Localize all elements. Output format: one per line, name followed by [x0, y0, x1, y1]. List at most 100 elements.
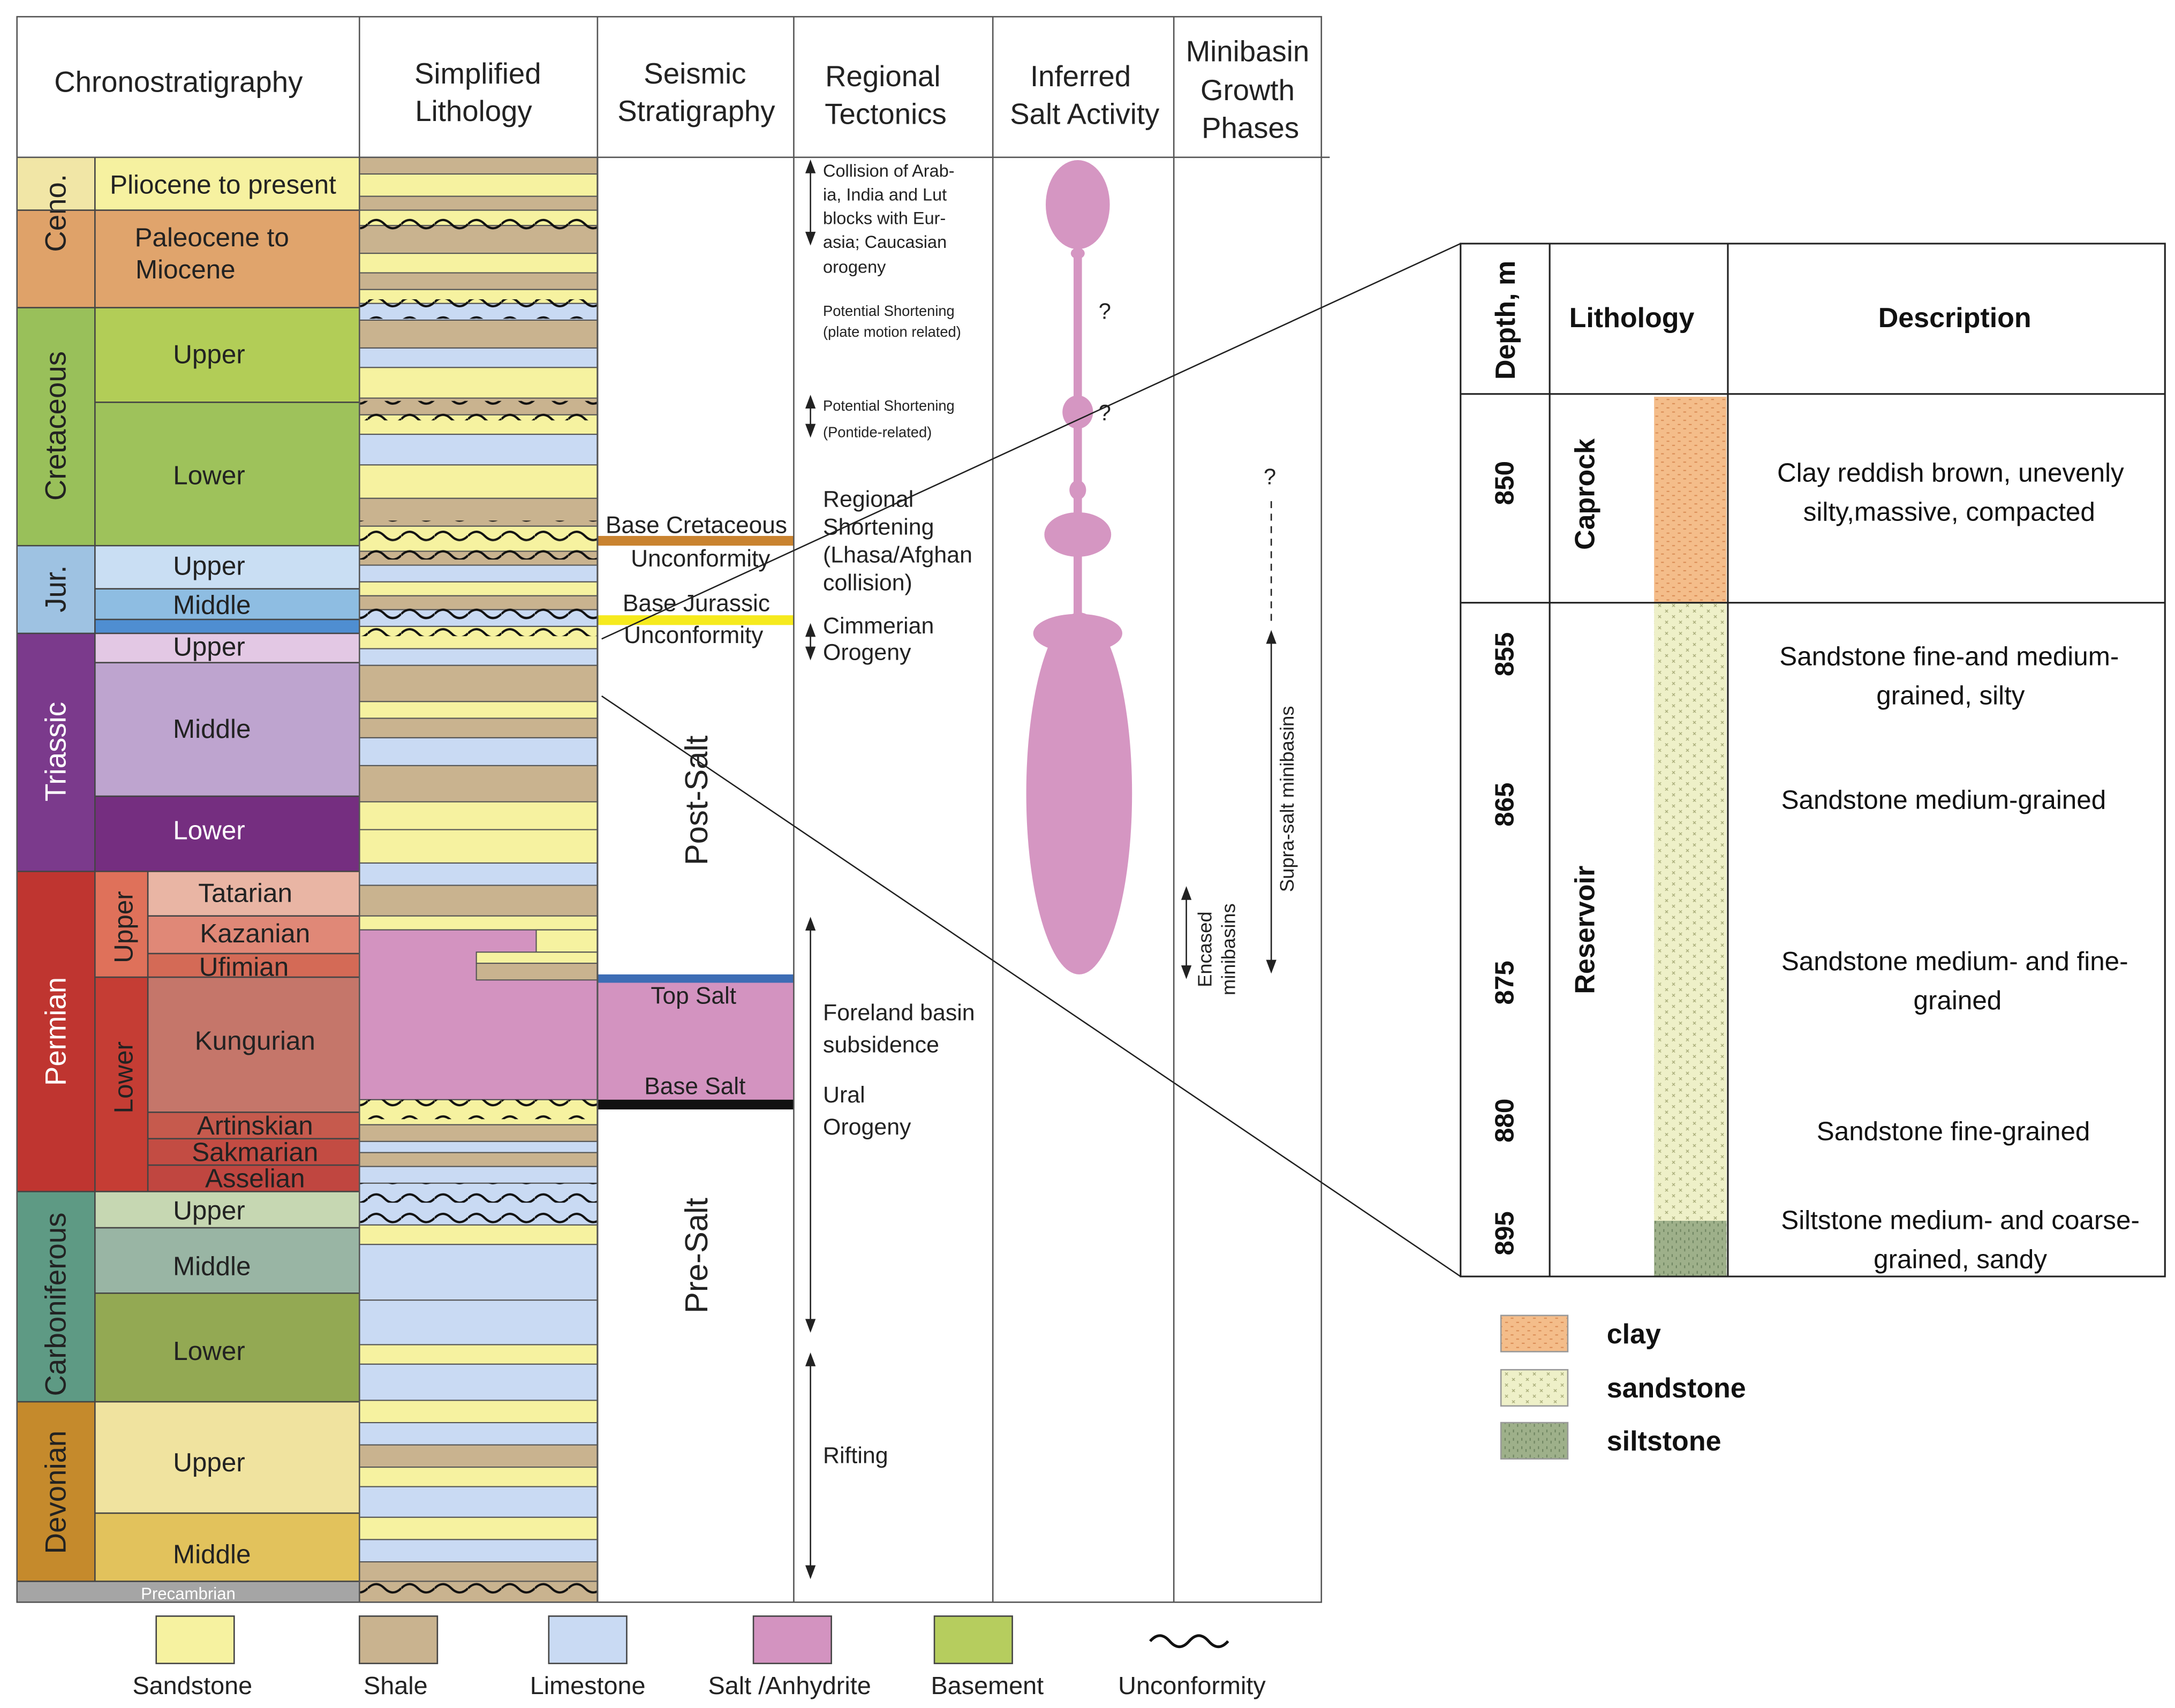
legend-clay-label: clay — [1607, 1319, 1661, 1350]
minibasin-question: ? — [1264, 464, 1276, 489]
legend-sandstone-label: sandstone — [1607, 1373, 1746, 1404]
header-salt-2: Salt Activity — [1010, 97, 1160, 130]
regional-1: Regional — [823, 486, 913, 512]
era-devonian: Devonian — [40, 1431, 72, 1554]
legend-siltstone-swatch — [1500, 1422, 1569, 1460]
seismic-labels: Base Cretaceous Unconformity Base Jurass… — [606, 512, 787, 1313]
regional-2: Shortening — [823, 514, 934, 540]
detail-fills — [1654, 396, 1727, 1277]
pontide-2: (Pontide-related) — [823, 424, 932, 440]
stage-kazanian: Kazanian — [200, 919, 310, 948]
era-column — [17, 157, 95, 1582]
stage-ufimian: Ufimian — [199, 952, 289, 981]
foreland-1: Foreland basin — [823, 1000, 975, 1026]
desc-sand-medium: Sandstone medium-grained — [1781, 785, 2106, 815]
header-chrono: Chronostratigraphy — [54, 66, 303, 99]
legend-sandstone-text: Sandstone — [132, 1672, 252, 1699]
top-salt-label: Top Salt — [651, 983, 736, 1009]
era-ceno: Ceno. — [40, 174, 72, 252]
pre-salt-label: Pre-Salt — [678, 1198, 714, 1313]
detail-headers: Depth, m Lithology Description Caprock R… — [1490, 261, 2031, 994]
ural-2: Orogeny — [823, 1114, 911, 1140]
header-lithology-1: Simplified — [414, 57, 541, 90]
desc-silt-2: grained, sandy — [1874, 1244, 2047, 1274]
plate-motion-1: Potential Shortening — [823, 303, 955, 319]
epoch-cret-lower: Lower — [173, 461, 245, 490]
header-tectonics-1: Regional — [825, 60, 940, 93]
base-cretaceous-label-2: Unconformity — [631, 546, 770, 572]
desc-clay-2: silty,massive, compacted — [1803, 497, 2095, 526]
regional-4: collision) — [823, 570, 912, 595]
unconformity-lines — [359, 210, 598, 1596]
stage-tatarian: Tatarian — [198, 879, 292, 908]
epoch-paleocene-1: Paleocene to — [135, 223, 289, 252]
legend-shale-text: Shale — [364, 1672, 428, 1699]
stage-asselian: Asselian — [205, 1164, 305, 1193]
detail-header-depth: Depth, m — [1490, 261, 1521, 380]
base-jurassic-label: Base Jurassic — [623, 590, 770, 616]
epoch-labels: Pliocene to present Paleocene to Miocene… — [109, 170, 337, 1603]
header-seismic-2: Stratigraphy — [617, 95, 775, 127]
salt-activity-shape — [1026, 160, 1132, 974]
epoch-tri-upper: Upper — [173, 632, 245, 662]
era-cretaceous: Cretaceous — [40, 351, 72, 501]
desc-sand-fine: Sandstone fine-grained — [1817, 1116, 2090, 1146]
stage-sakmarian: Sakmarian — [192, 1137, 318, 1167]
epoch-column — [17, 157, 360, 1603]
minibasin-labels: ? Supra-salt minibasins Encased minibasi… — [1194, 464, 1297, 995]
epoch-carb-upper: Upper — [173, 1196, 245, 1225]
era-permian: Permian — [40, 977, 72, 1086]
era-labels: Ceno. Cretaceous Jur. Triassic Permian C… — [40, 174, 72, 1554]
collision-line-5: orogeny — [823, 258, 886, 277]
epoch-borders — [17, 157, 360, 1582]
header-minibasin-1: Minibasin — [1186, 35, 1310, 67]
legend-siltstone-label: siltstone — [1607, 1426, 1721, 1457]
epoch-carb-middle: Middle — [173, 1251, 251, 1281]
epoch-tri-middle: Middle — [173, 714, 251, 744]
ural-1: Ural — [823, 1082, 865, 1108]
supra-salt-label: Supra-salt minibasins — [1276, 706, 1298, 892]
rifting-label: Rifting — [823, 1442, 888, 1468]
encased-2: minibasins — [1218, 903, 1240, 995]
legend-unconformity-icon — [1149, 1634, 1229, 1649]
cimmerian-1: Cimmerian — [823, 613, 934, 639]
main-legend: Sandstone Shale Limestone Salt /Anhydrit… — [132, 1615, 1266, 1699]
epoch-cret-upper: Upper — [173, 340, 245, 369]
collision-line-4: asia; Caucasian — [823, 232, 947, 252]
tectonic-arrows — [805, 159, 816, 1579]
desc-sand-silty-1: Sandstone fine-and medium- — [1779, 642, 2119, 671]
epoch-jur-middle: Middle — [173, 591, 251, 620]
header-minibasin-3: Phases — [1202, 111, 1299, 144]
legend-limestone-box — [548, 1615, 628, 1665]
base-jurassic-label-2: Unconformity — [624, 622, 763, 648]
salt-question-2: ? — [1099, 400, 1111, 425]
legend-limestone-text: Limestone — [530, 1672, 646, 1699]
minibasin-arrows — [1181, 501, 1277, 979]
stage-kungurian: Kungurian — [195, 1026, 315, 1055]
desc-sand-silty-2: grained, silty — [1876, 681, 2025, 711]
salt-question-marks: ? ? — [1099, 298, 1111, 425]
depth-880: 880 — [1490, 1099, 1520, 1143]
depth-855: 855 — [1490, 632, 1520, 676]
epoch-dev-middle: Middle — [173, 1540, 251, 1569]
post-salt-label: Post-Salt — [678, 735, 714, 865]
stage-artinskian: Artinskian — [197, 1111, 313, 1140]
legend-sandstone-swatch — [1500, 1369, 1569, 1407]
desc-silt-1: Siltstone medium- and coarse- — [1781, 1206, 2140, 1235]
legend-unconformity-text: Unconformity — [1118, 1672, 1266, 1699]
desc-clay-1: Clay reddish brown, unevenly — [1777, 458, 2124, 488]
plate-motion-2: (plate motion related) — [823, 323, 961, 340]
depth-895: 895 — [1490, 1211, 1520, 1255]
era-triassic: Triassic — [40, 702, 72, 802]
detail-descriptions: Clay reddish brown, unevenly silty,massi… — [1777, 458, 2140, 1274]
header-minibasin-2: Growth — [1200, 74, 1295, 107]
base-cretaceous-label: Base Cretaceous — [606, 512, 787, 539]
desc-sand-med-fine-2: grained — [1914, 986, 2002, 1015]
foreland-2: subsidence — [823, 1032, 939, 1057]
detail-header-lithology: Lithology — [1569, 303, 1695, 334]
tectonic-labels-large: Regional Shortening (Lhasa/Afghan collis… — [823, 486, 975, 1468]
epoch-carb-lower: Lower — [173, 1336, 245, 1366]
unit-caprock: Caprock — [1569, 439, 1600, 550]
collision-line-3: blocks with Eur- — [823, 209, 946, 228]
